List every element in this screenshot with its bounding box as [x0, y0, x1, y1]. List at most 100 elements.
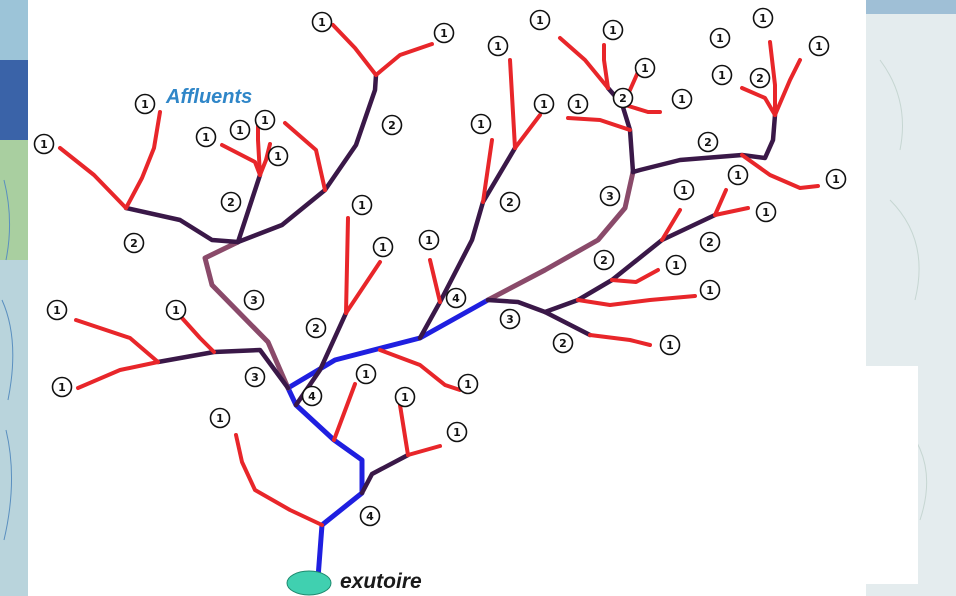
stream-order-badge: 1	[634, 57, 656, 79]
stream-order-number: 2	[130, 237, 138, 250]
stream-order-number: 2	[312, 322, 320, 335]
stream-order-1	[513, 113, 542, 150]
stream-order-badge: 1	[825, 168, 847, 190]
stream-order-badge: 1	[209, 407, 231, 429]
stream-order-number: 2	[559, 337, 567, 350]
stream-order-1	[180, 316, 216, 354]
stream-order-number: 3	[250, 294, 258, 307]
stream-order-3	[485, 169, 636, 303]
stream-order-1	[234, 433, 324, 527]
stream-order-badge: 1	[529, 9, 551, 31]
stream-order-number: 1	[536, 14, 544, 27]
stream-order-1	[508, 58, 517, 150]
stream-order-1	[406, 444, 442, 457]
stream-order-number: 1	[494, 40, 502, 53]
stream-order-number: 1	[358, 199, 366, 212]
stream-order-badge: 1	[46, 299, 68, 321]
stream-order-1	[740, 153, 820, 190]
stream-order-badge: 1	[134, 93, 156, 115]
stream-order-1	[428, 258, 442, 304]
stream-order-2	[359, 452, 411, 496]
stream-order-number: 1	[141, 98, 149, 111]
stream-order-badge: 1	[602, 19, 624, 41]
stream-order-badge: 4	[359, 505, 381, 527]
stream-order-number: 4	[308, 390, 316, 403]
stream-order-badge: 1	[671, 88, 693, 110]
stream-order-1	[344, 260, 382, 315]
stream-order-1	[713, 188, 728, 217]
stream-order-number: 1	[666, 339, 674, 352]
stream-order-badge: 1	[418, 229, 440, 251]
stream-order-badge: 1	[394, 386, 416, 408]
stream-order-badge: 1	[195, 126, 217, 148]
stream-order-badge: 4	[301, 385, 323, 407]
stream-order-1	[76, 360, 160, 390]
stream-order-1	[283, 121, 327, 192]
stream-order-badge: 1	[659, 334, 681, 356]
diagram-panel-extension	[800, 366, 918, 584]
stream-order-badge: 2	[552, 332, 574, 354]
stream-order-1	[398, 403, 410, 457]
stream-order-number: 1	[172, 304, 180, 317]
stream-order-badge: 1	[355, 363, 377, 385]
stream-order-number: 1	[680, 184, 688, 197]
affluents-label: Affluents	[166, 86, 253, 108]
stream-order-1	[610, 268, 660, 284]
stream-order-number: 1	[362, 368, 370, 381]
stream-order-1	[124, 110, 162, 210]
stream-order-badge: 1	[446, 421, 468, 443]
stream-order-number: 1	[261, 114, 269, 127]
stream-order-1	[773, 58, 802, 117]
stream-order-number: 1	[718, 69, 726, 82]
stream-order-badge: 1	[267, 145, 289, 167]
stream-order-1	[374, 42, 434, 77]
stream-order-number: 1	[832, 173, 840, 186]
stream-order-1	[344, 216, 350, 315]
stream-order-badge: 2	[123, 232, 145, 254]
stream-order-number: 1	[58, 381, 66, 394]
stream-order-badge: 1	[229, 119, 251, 141]
stream-order-badge: 1	[33, 133, 55, 155]
stream-order-number: 1	[734, 169, 742, 182]
stream-order-1	[74, 318, 160, 364]
stream-order-1	[768, 40, 777, 117]
stream-order-1	[620, 102, 662, 114]
stream-order-number: 1	[678, 93, 686, 106]
stream-order-badge: 1	[727, 164, 749, 186]
stream-order-1	[576, 294, 697, 307]
stream-order-badge: 1	[51, 376, 73, 398]
stream-order-badge: 1	[752, 7, 774, 29]
stream-order-1	[481, 138, 494, 204]
stream-order-badge: 2	[699, 231, 721, 253]
stream-order-badge: 2	[305, 317, 327, 339]
stream-order-number: 1	[425, 234, 433, 247]
stream-order-badge: 1	[699, 279, 721, 301]
stream-order-badge: 2	[220, 191, 242, 213]
stream-order-1	[588, 333, 652, 347]
stream-order-number: 4	[366, 510, 374, 523]
stream-order-number: 2	[706, 236, 714, 249]
stream-order-badge: 1	[709, 27, 731, 49]
stream-order-number: 1	[716, 32, 724, 45]
stream-order-1	[713, 206, 750, 217]
stream-order-number: 1	[202, 131, 210, 144]
stream-order-number: 1	[641, 62, 649, 75]
stream-order-number: 1	[759, 12, 767, 25]
stream-order-badge: 2	[697, 131, 719, 153]
stream-order-number: 1	[40, 138, 48, 151]
outlet-marker	[286, 570, 332, 596]
stream-order-badge: 2	[612, 87, 634, 109]
stream-order-1	[660, 208, 682, 242]
stream-order-badge: 1	[755, 201, 777, 223]
stream-order-number: 1	[401, 391, 409, 404]
stream-order-number: 1	[672, 259, 680, 272]
stream-order-badge: 3	[243, 289, 265, 311]
stream-order-badge: 1	[165, 299, 187, 321]
exutoire-label: exutoire	[340, 570, 422, 593]
stream-order-number: 2	[388, 119, 396, 132]
stream-order-badge: 2	[593, 249, 615, 271]
stream-order-number: 1	[706, 284, 714, 297]
stream-order-badge: 1	[711, 64, 733, 86]
stream-order-4	[285, 297, 491, 581]
